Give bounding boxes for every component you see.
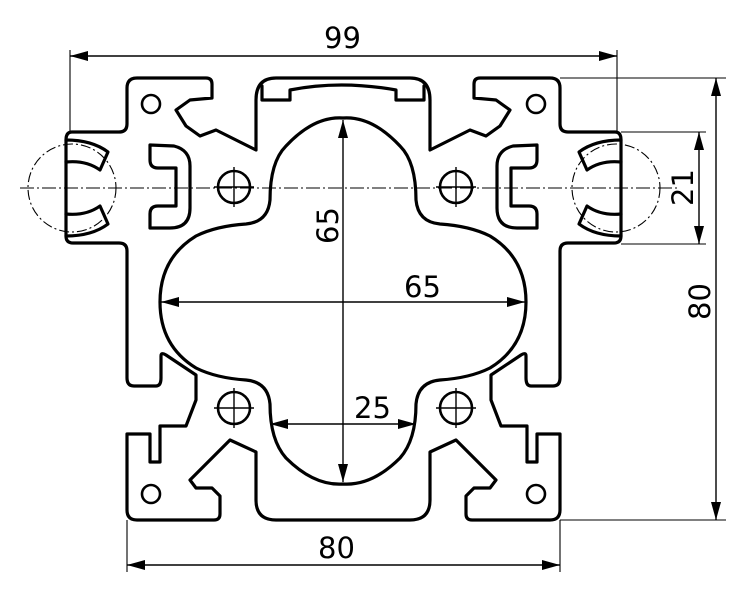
dim-label-99: 99: [324, 21, 361, 55]
dimension-profile-width: [127, 560, 560, 570]
dim-label-80-height: 80: [683, 283, 717, 320]
dimension-slot-pitch: [694, 132, 704, 244]
dim-label-65-horizontal: 65: [404, 270, 441, 304]
central-cavity: [158, 116, 528, 486]
dimension-cavity-width: [161, 297, 525, 307]
dimension-overall-width: [70, 51, 617, 61]
dim-label-80-width: 80: [318, 531, 355, 565]
dimension-cavity-height: [338, 120, 348, 482]
extension-lines: [69, 50, 726, 572]
dimension-neck-width: [270, 419, 416, 429]
dim-label-25: 25: [354, 391, 391, 425]
profile-outer-contour: [64, 76, 623, 522]
corner-hole-top-right: [525, 93, 547, 115]
dim-label-65-vertical: 65: [311, 207, 345, 244]
slot-wall-top-right: [495, 143, 539, 230]
slot-lip-right: [577, 138, 623, 172]
slot-lip-right-bottom: [577, 204, 623, 238]
dimension-profile-height: [711, 78, 721, 520]
corner-hole-bottom-right: [525, 483, 547, 505]
hole-center-marks: [214, 167, 476, 428]
slot-lip-left: [64, 138, 110, 172]
corner-hole-bottom-left: [140, 483, 162, 505]
dim-label-21: 21: [666, 169, 700, 206]
slot-lip-left-bottom: [64, 204, 110, 238]
slot-wall-top-left: [148, 143, 192, 230]
slot-wall-top-center: [260, 83, 426, 102]
corner-hole-top-left: [140, 93, 162, 115]
